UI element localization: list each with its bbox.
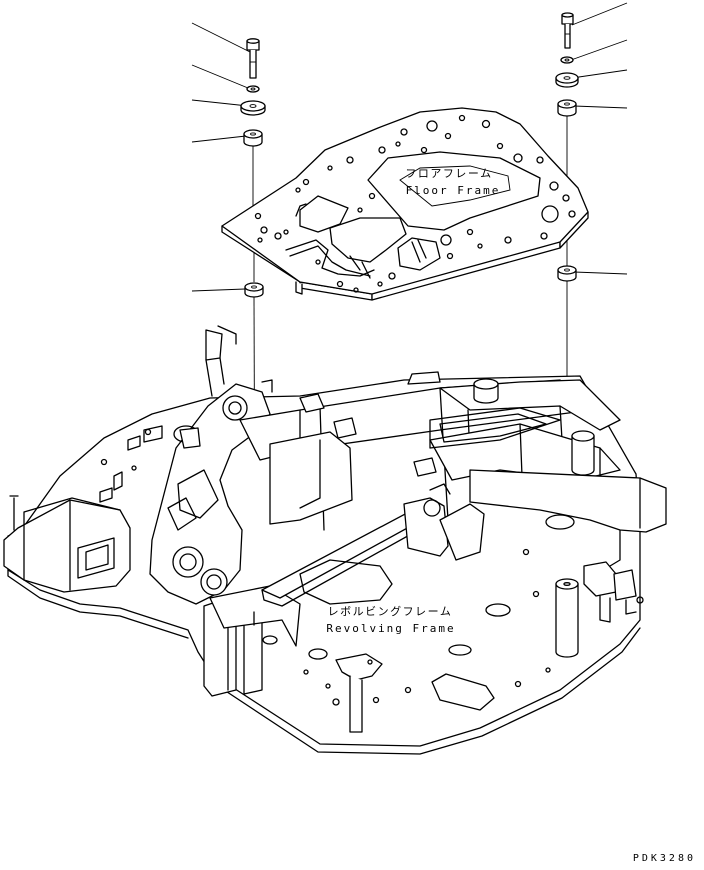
left-bolt bbox=[246, 38, 260, 79]
turret-posts bbox=[473, 378, 595, 658]
revolving-frame-label-jp: レボルビングフレーム bbox=[328, 604, 453, 618]
right-bolt bbox=[561, 12, 574, 49]
floor-frame-label-en: Floor Frame bbox=[406, 184, 501, 197]
drawing-code: PDK3280 bbox=[632, 853, 696, 864]
leader-right-cushion-top bbox=[571, 69, 628, 79]
leader-right-bolt bbox=[571, 2, 628, 26]
right-washer bbox=[560, 56, 574, 64]
leader-lines bbox=[191, 2, 628, 292]
revolving-frame-label-en: Revolving Frame bbox=[326, 622, 455, 635]
left-lower-cushion bbox=[244, 282, 264, 298]
right-cushion bbox=[557, 99, 577, 117]
leader-left-lower-cushion bbox=[191, 288, 246, 292]
leader-left-washer bbox=[191, 64, 249, 89]
left-washer bbox=[246, 85, 260, 93]
right-cushion-top bbox=[555, 72, 579, 88]
leader-right-cushion bbox=[573, 105, 628, 109]
leader-right-washer bbox=[570, 39, 628, 61]
floor-frame-holes bbox=[254, 114, 576, 293]
floor-frame-label-jp: フロアフレーム bbox=[405, 167, 492, 180]
floor-frame bbox=[221, 107, 589, 301]
left-mount-stack bbox=[240, 38, 266, 601]
left-cushion-top bbox=[240, 100, 266, 116]
leader-left-cushion bbox=[191, 135, 247, 143]
revolving-frame bbox=[3, 325, 667, 755]
leader-right-lower-cushion bbox=[573, 271, 628, 275]
right-lower-cushion bbox=[557, 265, 577, 282]
leader-left-bolt bbox=[191, 22, 251, 53]
leader-left-cushion-top bbox=[191, 99, 249, 107]
left-cushion bbox=[243, 129, 263, 147]
